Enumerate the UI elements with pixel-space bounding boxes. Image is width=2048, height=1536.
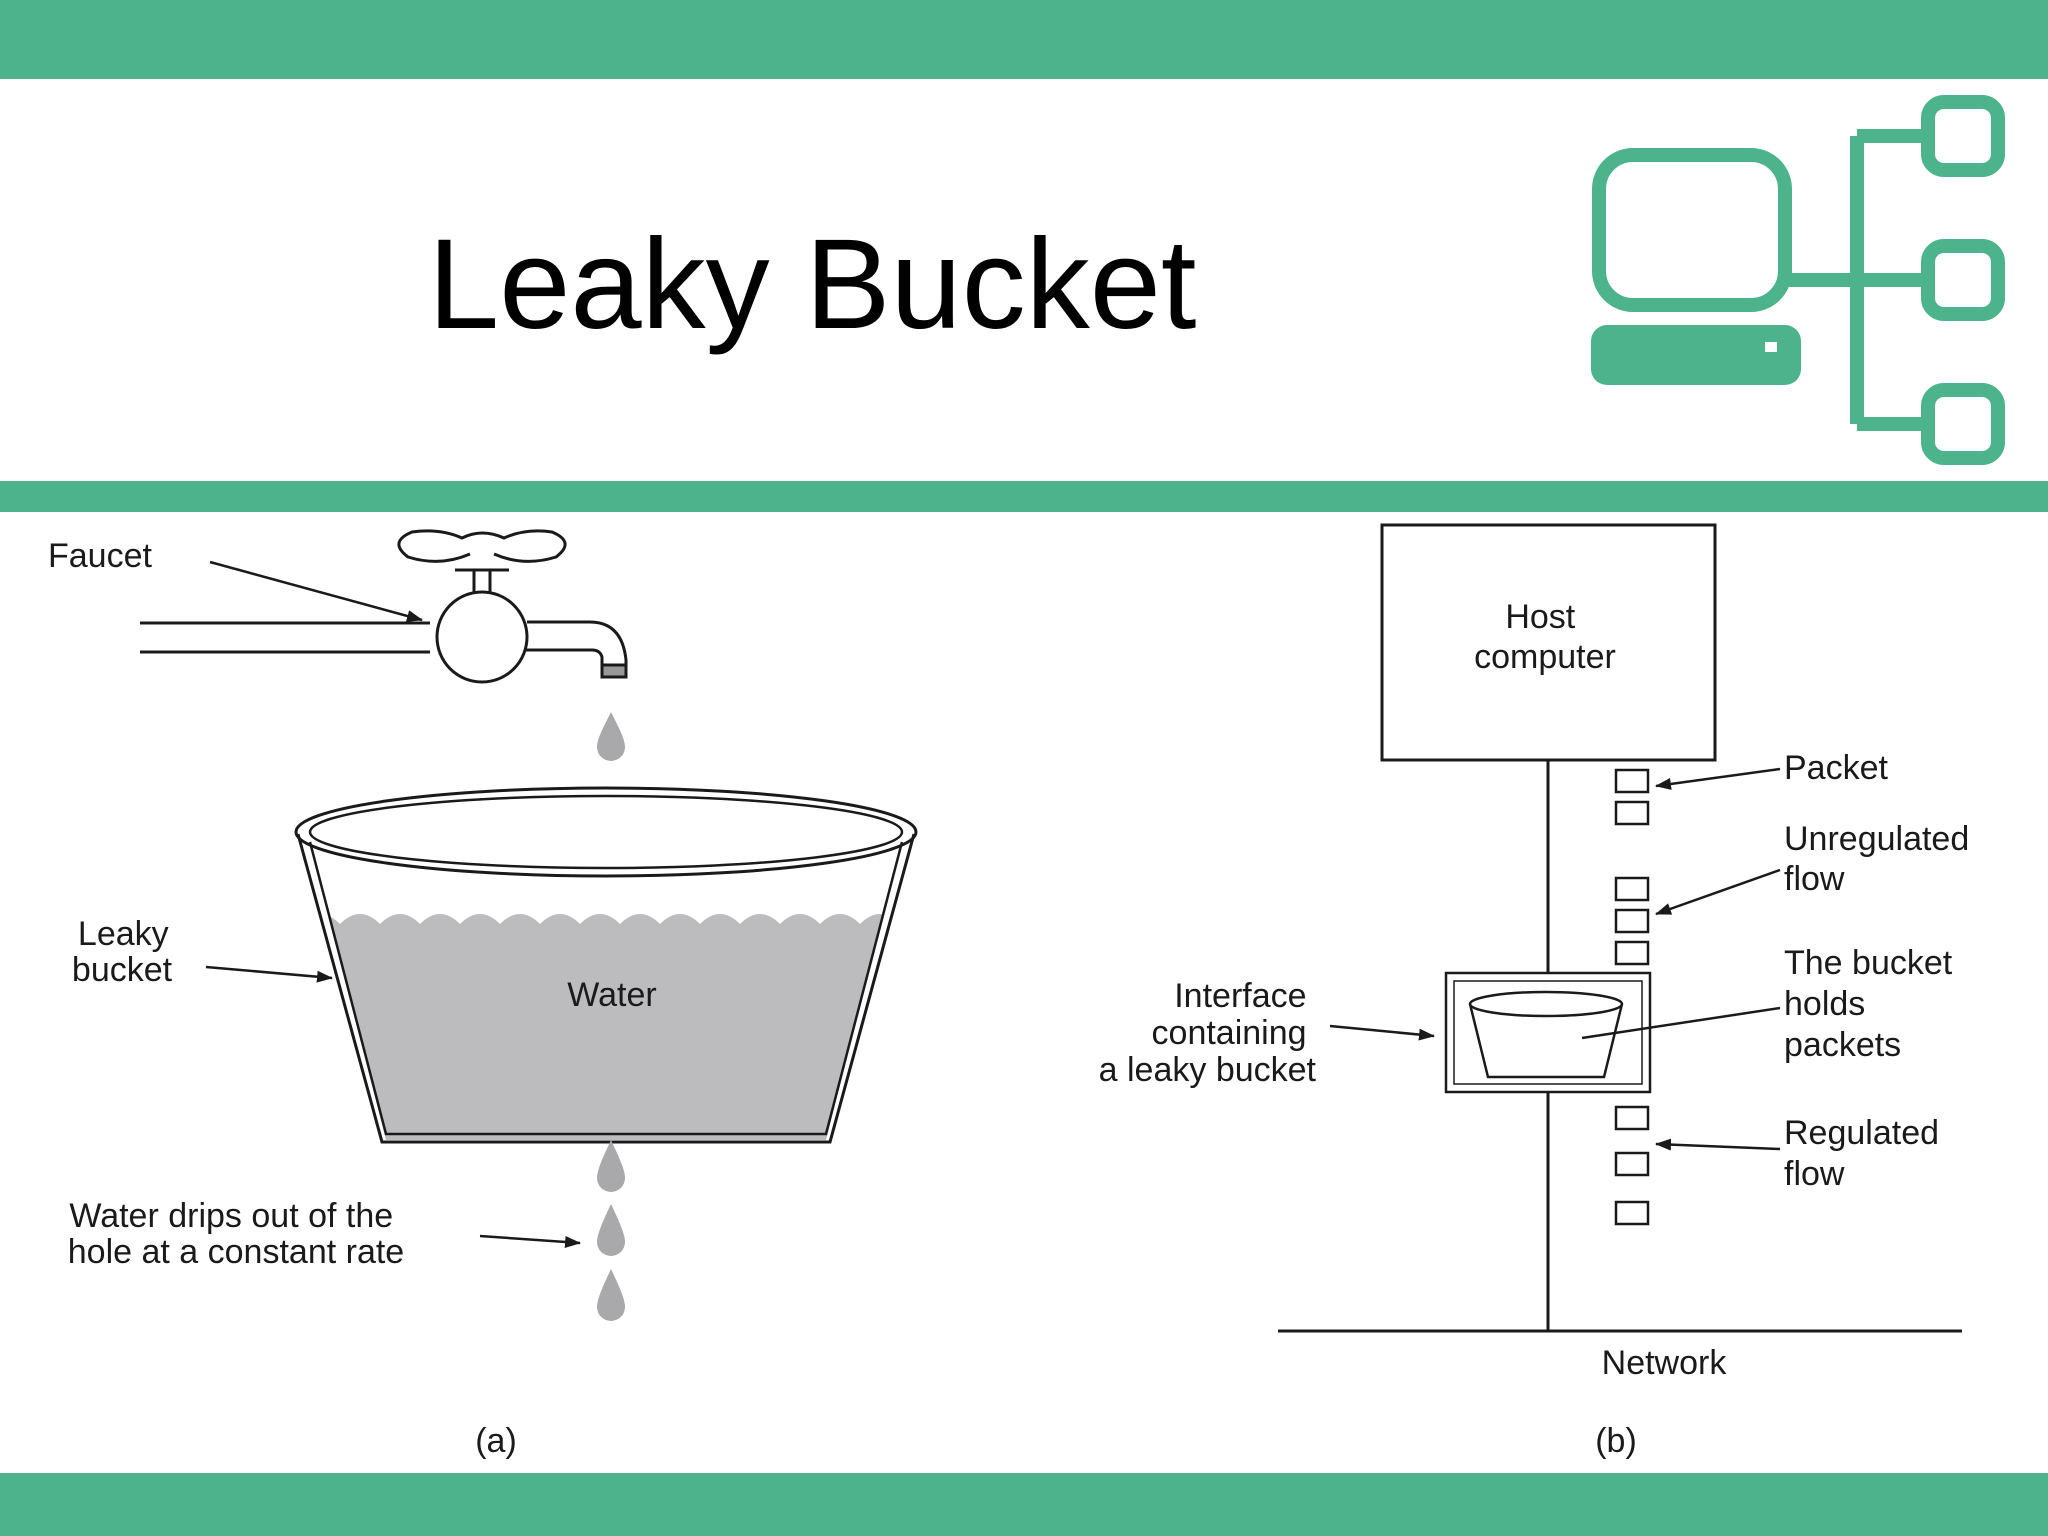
divider-band [0, 481, 2048, 512]
leaky-bucket-diagram: Faucet Leaky bucket Water Water drips ou… [48, 523, 1979, 1460]
bucket-arrow [205, 965, 333, 983]
water-drop-top [597, 712, 625, 761]
faucet-arrow [209, 560, 423, 622]
interface-label: Interface containing a leaky bucket [1099, 977, 1317, 1089]
faucet-icon [140, 529, 628, 684]
computer-network-icon [1585, 90, 2025, 475]
leaky-bucket-label: Leaky bucket [72, 915, 178, 989]
host-computer-label: Host computer [1474, 598, 1616, 676]
bucket-holds-arrow [1581, 1006, 1781, 1040]
bucket-icon [294, 786, 918, 1144]
small-bucket-icon [1468, 990, 1624, 1079]
drip-label: Water drips out of the hole at a constan… [68, 1197, 404, 1271]
regulated-flow-label: Regulated flow [1784, 1114, 1948, 1193]
packet-label: Packet [1784, 749, 1888, 787]
regulated-arrow [1655, 1138, 1781, 1151]
packet-squares [1614, 768, 1650, 1226]
header-band [0, 0, 2048, 79]
host-computer-box [1380, 523, 1717, 762]
faucet-label: Faucet [48, 537, 152, 575]
water-label: Water [567, 976, 656, 1014]
caption-a: (a) [475, 1422, 517, 1460]
footer-band [0, 1473, 2048, 1536]
bucket-holds-packets-label: The bucket holds packets [1784, 944, 1962, 1064]
caption-b: (b) [1595, 1422, 1637, 1460]
packet-arrow [1655, 767, 1781, 790]
unregulated-flow-label: Unregulated flow [1784, 820, 1979, 898]
unregulated-arrow [1655, 868, 1781, 916]
water-drops [597, 1140, 625, 1321]
network-label: Network [1602, 1344, 1728, 1382]
drip-arrow [479, 1234, 581, 1248]
slide-title: Leaky Bucket [428, 212, 1197, 356]
interface-arrow [1329, 1024, 1435, 1041]
